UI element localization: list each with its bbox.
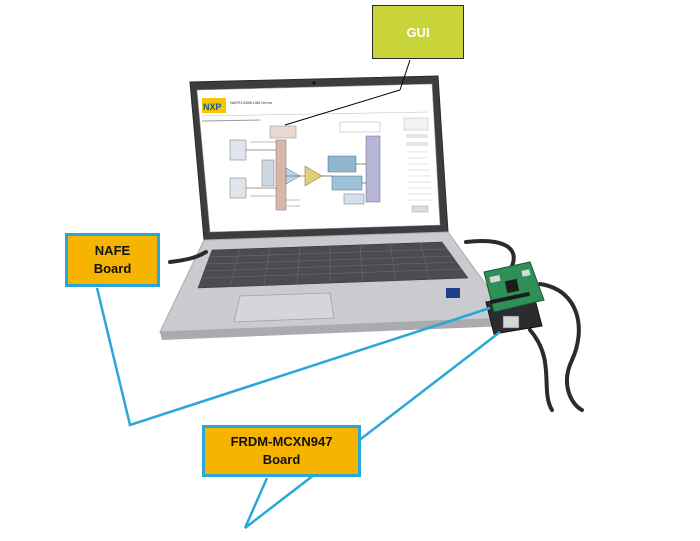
nafe-chip-icon (504, 278, 520, 294)
ethernet-port-icon (502, 315, 520, 329)
cables (168, 239, 584, 412)
frdm-leader-line (243, 331, 501, 529)
usb-cable-left (168, 250, 208, 264)
board-stack (483, 261, 545, 335)
laptop: NXP NAFE13388 UIM Demo (159, 75, 511, 340)
gui-logo-text: NXP (203, 102, 222, 112)
gui-settings-panel (403, 117, 432, 213)
gui-window: NXP NAFE13388 UIM Demo (201, 98, 432, 213)
frdm-board-callout: FRDM-MCXN947 Board (202, 425, 361, 477)
gui-app-title: NAFE13388 UIM Demo (230, 100, 273, 105)
nafe-leader-line (95, 287, 491, 427)
gui-leader-line-2 (284, 89, 401, 126)
nafe-board-callout: NAFE Board (65, 233, 160, 287)
gui-callout: GUI (372, 5, 464, 59)
leader-lines (95, 59, 501, 529)
gui-logo (202, 98, 226, 113)
usb-cable-right (464, 239, 516, 268)
board-cable-1 (538, 282, 584, 412)
laptop-front-edge (160, 318, 510, 340)
laptop-sticker (446, 288, 460, 298)
gui-block-diagram (229, 121, 381, 211)
gui-leader-line (399, 59, 411, 91)
board-cable-2 (528, 328, 554, 412)
webcam-icon (312, 81, 316, 85)
keyboard-keys (201, 242, 463, 288)
touchpad (233, 292, 335, 323)
